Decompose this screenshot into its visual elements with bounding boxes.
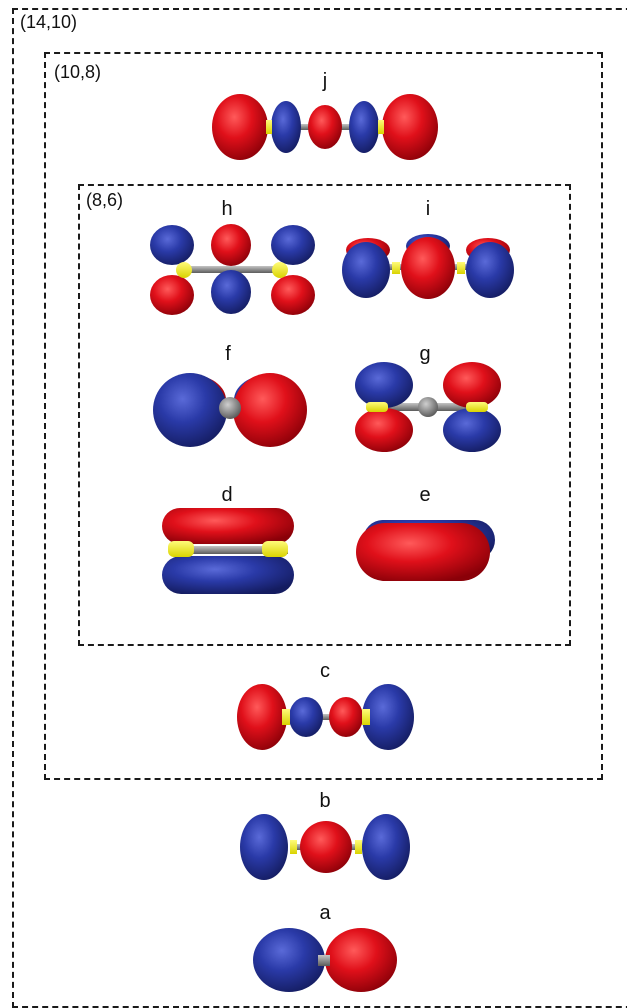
orbital-j [212,94,438,160]
orbital-b [240,814,410,880]
orbital-label-e: e [419,484,431,506]
orbital-g [355,362,501,452]
active-space-box-middle [44,52,603,780]
orbital-label-c: c [320,660,330,682]
orbital-label-g: g [419,343,431,365]
orbital-label-d: d [221,484,233,506]
orbital-d [162,508,294,594]
orbital-e [356,520,495,581]
orbital-c [237,684,414,750]
orbital-label-i: i [425,198,431,220]
orbital-label-h: h [221,198,233,220]
active-space-label-middle: (10,8) [54,62,102,82]
active-space-label-inner: (8,6) [86,190,124,210]
orbital-label-b: b [319,790,331,812]
orbital-label-j: j [322,70,328,92]
orbital-f [153,373,307,447]
orbital-label-a: a [319,902,331,924]
active-space-box-inner [78,184,571,646]
orbital-label-f: f [225,343,231,365]
orbital-a [253,928,397,992]
active-space-label-outer: (14,10) [20,12,78,32]
orbital-i [342,234,514,299]
orbital-h [150,224,315,315]
